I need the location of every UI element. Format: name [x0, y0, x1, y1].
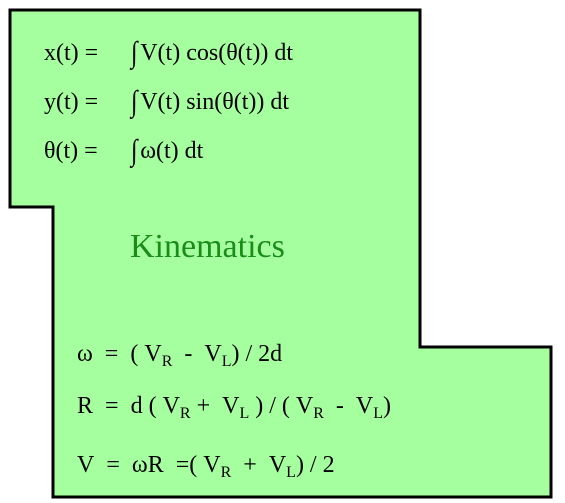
- theta-integrand: ω(t) dt: [140, 138, 204, 164]
- open-paren: (: [189, 452, 198, 478]
- v-symbol: V: [222, 393, 240, 419]
- subscript-r: R: [161, 353, 173, 370]
- v-symbol: V: [355, 393, 374, 419]
- omega-r-product: ωR: [131, 452, 164, 478]
- v-symbol: V: [144, 341, 162, 367]
- omega-equation: ω = ( VR - VL) / 2d: [77, 341, 283, 370]
- subscript-r: R: [220, 464, 232, 481]
- plus-sign: +: [243, 452, 257, 478]
- radius-mid: ) / (: [255, 393, 290, 419]
- subscript-l: L: [239, 405, 250, 422]
- equals-sign: =: [106, 452, 120, 478]
- integral-symbol: ∫: [130, 85, 138, 118]
- v-symbol: V: [203, 452, 221, 478]
- omega-tail: ) / 2d: [231, 341, 283, 367]
- omega-symbol: ω: [77, 341, 93, 367]
- v-symbol: V: [162, 393, 180, 419]
- x-equation-rhs: ∫V(t) cos(θ(t)) dt: [130, 36, 293, 69]
- radius-equation: R = d ( VR + VL ) / ( VR - VL): [77, 393, 392, 422]
- theta-equation-lhs: θ(t) =: [44, 138, 98, 164]
- v-symbol: V: [204, 341, 222, 367]
- x-equation-lhs: x(t) =: [44, 40, 99, 66]
- equals-sign: =: [175, 452, 190, 478]
- plus-sign: +: [196, 393, 211, 419]
- subscript-l: L: [286, 464, 296, 481]
- x-integrand: V(t) cos(θ(t)) dt: [140, 40, 293, 66]
- minus-sign: -: [335, 393, 344, 419]
- integral-symbol: ∫: [130, 134, 138, 167]
- radius-tail: ): [383, 393, 392, 419]
- minus-sign: -: [184, 341, 193, 367]
- open-paren: (: [130, 341, 139, 367]
- subscript-r: R: [313, 405, 324, 422]
- y-equation-rhs: ∫V(t) sin(θ(t)) dt: [130, 85, 290, 118]
- d-open-paren: d (: [130, 393, 157, 419]
- v-lhs-symbol: V: [77, 452, 95, 478]
- subscript-l: L: [373, 405, 384, 422]
- velocity-tail: ) / 2: [295, 452, 335, 478]
- subscript-r: R: [179, 405, 191, 422]
- integral-symbol: ∫: [130, 36, 138, 69]
- theta-equation-rhs: ∫ω(t) dt: [130, 134, 204, 167]
- velocity-equation: V = ωR =( VR + VL) / 2: [77, 452, 335, 481]
- v-symbol: V: [295, 393, 314, 419]
- subscript-l: L: [221, 353, 232, 370]
- panel-background: [8, 8, 553, 499]
- equals-sign: =: [105, 393, 119, 419]
- y-integrand: V(t) sin(θ(t)) dt: [140, 89, 290, 115]
- kinematics-heading: Kinematics: [130, 228, 285, 265]
- r-symbol: R: [77, 393, 94, 419]
- v-symbol: V: [268, 452, 287, 478]
- y-equation-lhs: y(t) =: [44, 89, 99, 115]
- equals-sign: =: [104, 341, 119, 367]
